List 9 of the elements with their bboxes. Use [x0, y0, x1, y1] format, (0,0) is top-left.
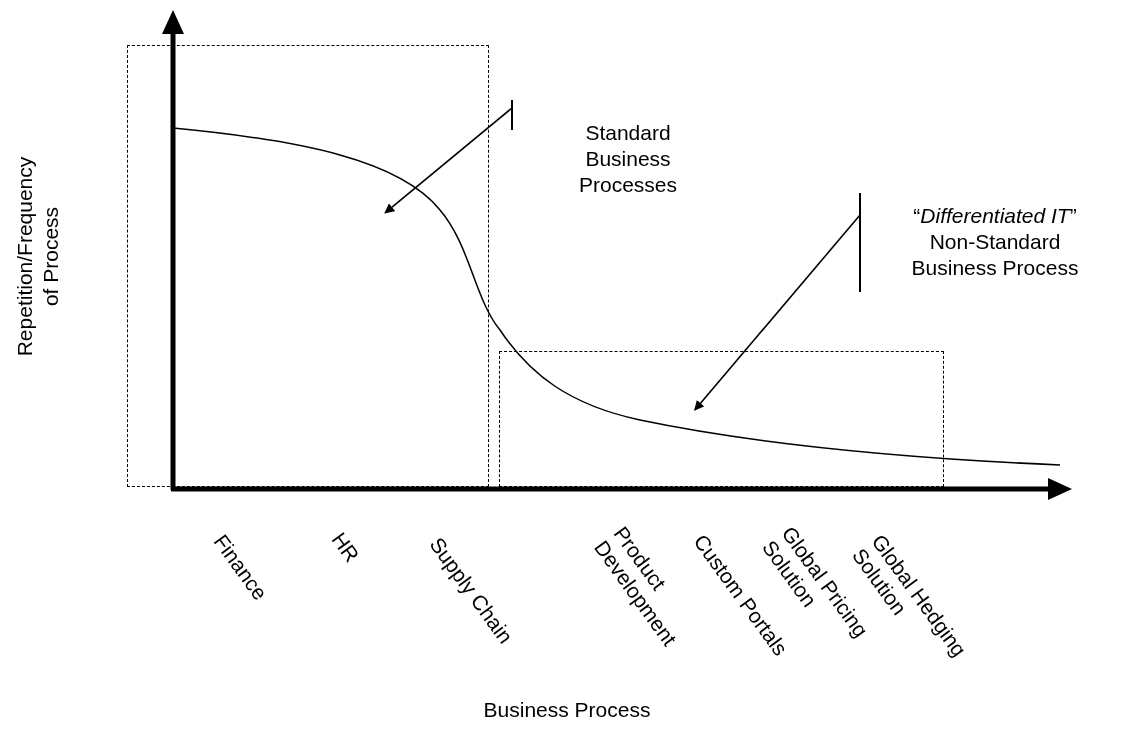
dashed-region [499, 351, 944, 487]
x-axis-title: Business Process [482, 698, 652, 722]
leader-arrow [384, 107, 513, 214]
category-label: HR [326, 528, 365, 569]
y-axis-title: Repetition/Frequency of Process [12, 155, 63, 359]
callout-text: Standard Business Processes [577, 120, 678, 198]
callout-text: “Differentiated IT” Non-Standard Business Process [910, 203, 1080, 281]
dashed-region [127, 45, 489, 487]
leader-arrow [694, 214, 861, 411]
